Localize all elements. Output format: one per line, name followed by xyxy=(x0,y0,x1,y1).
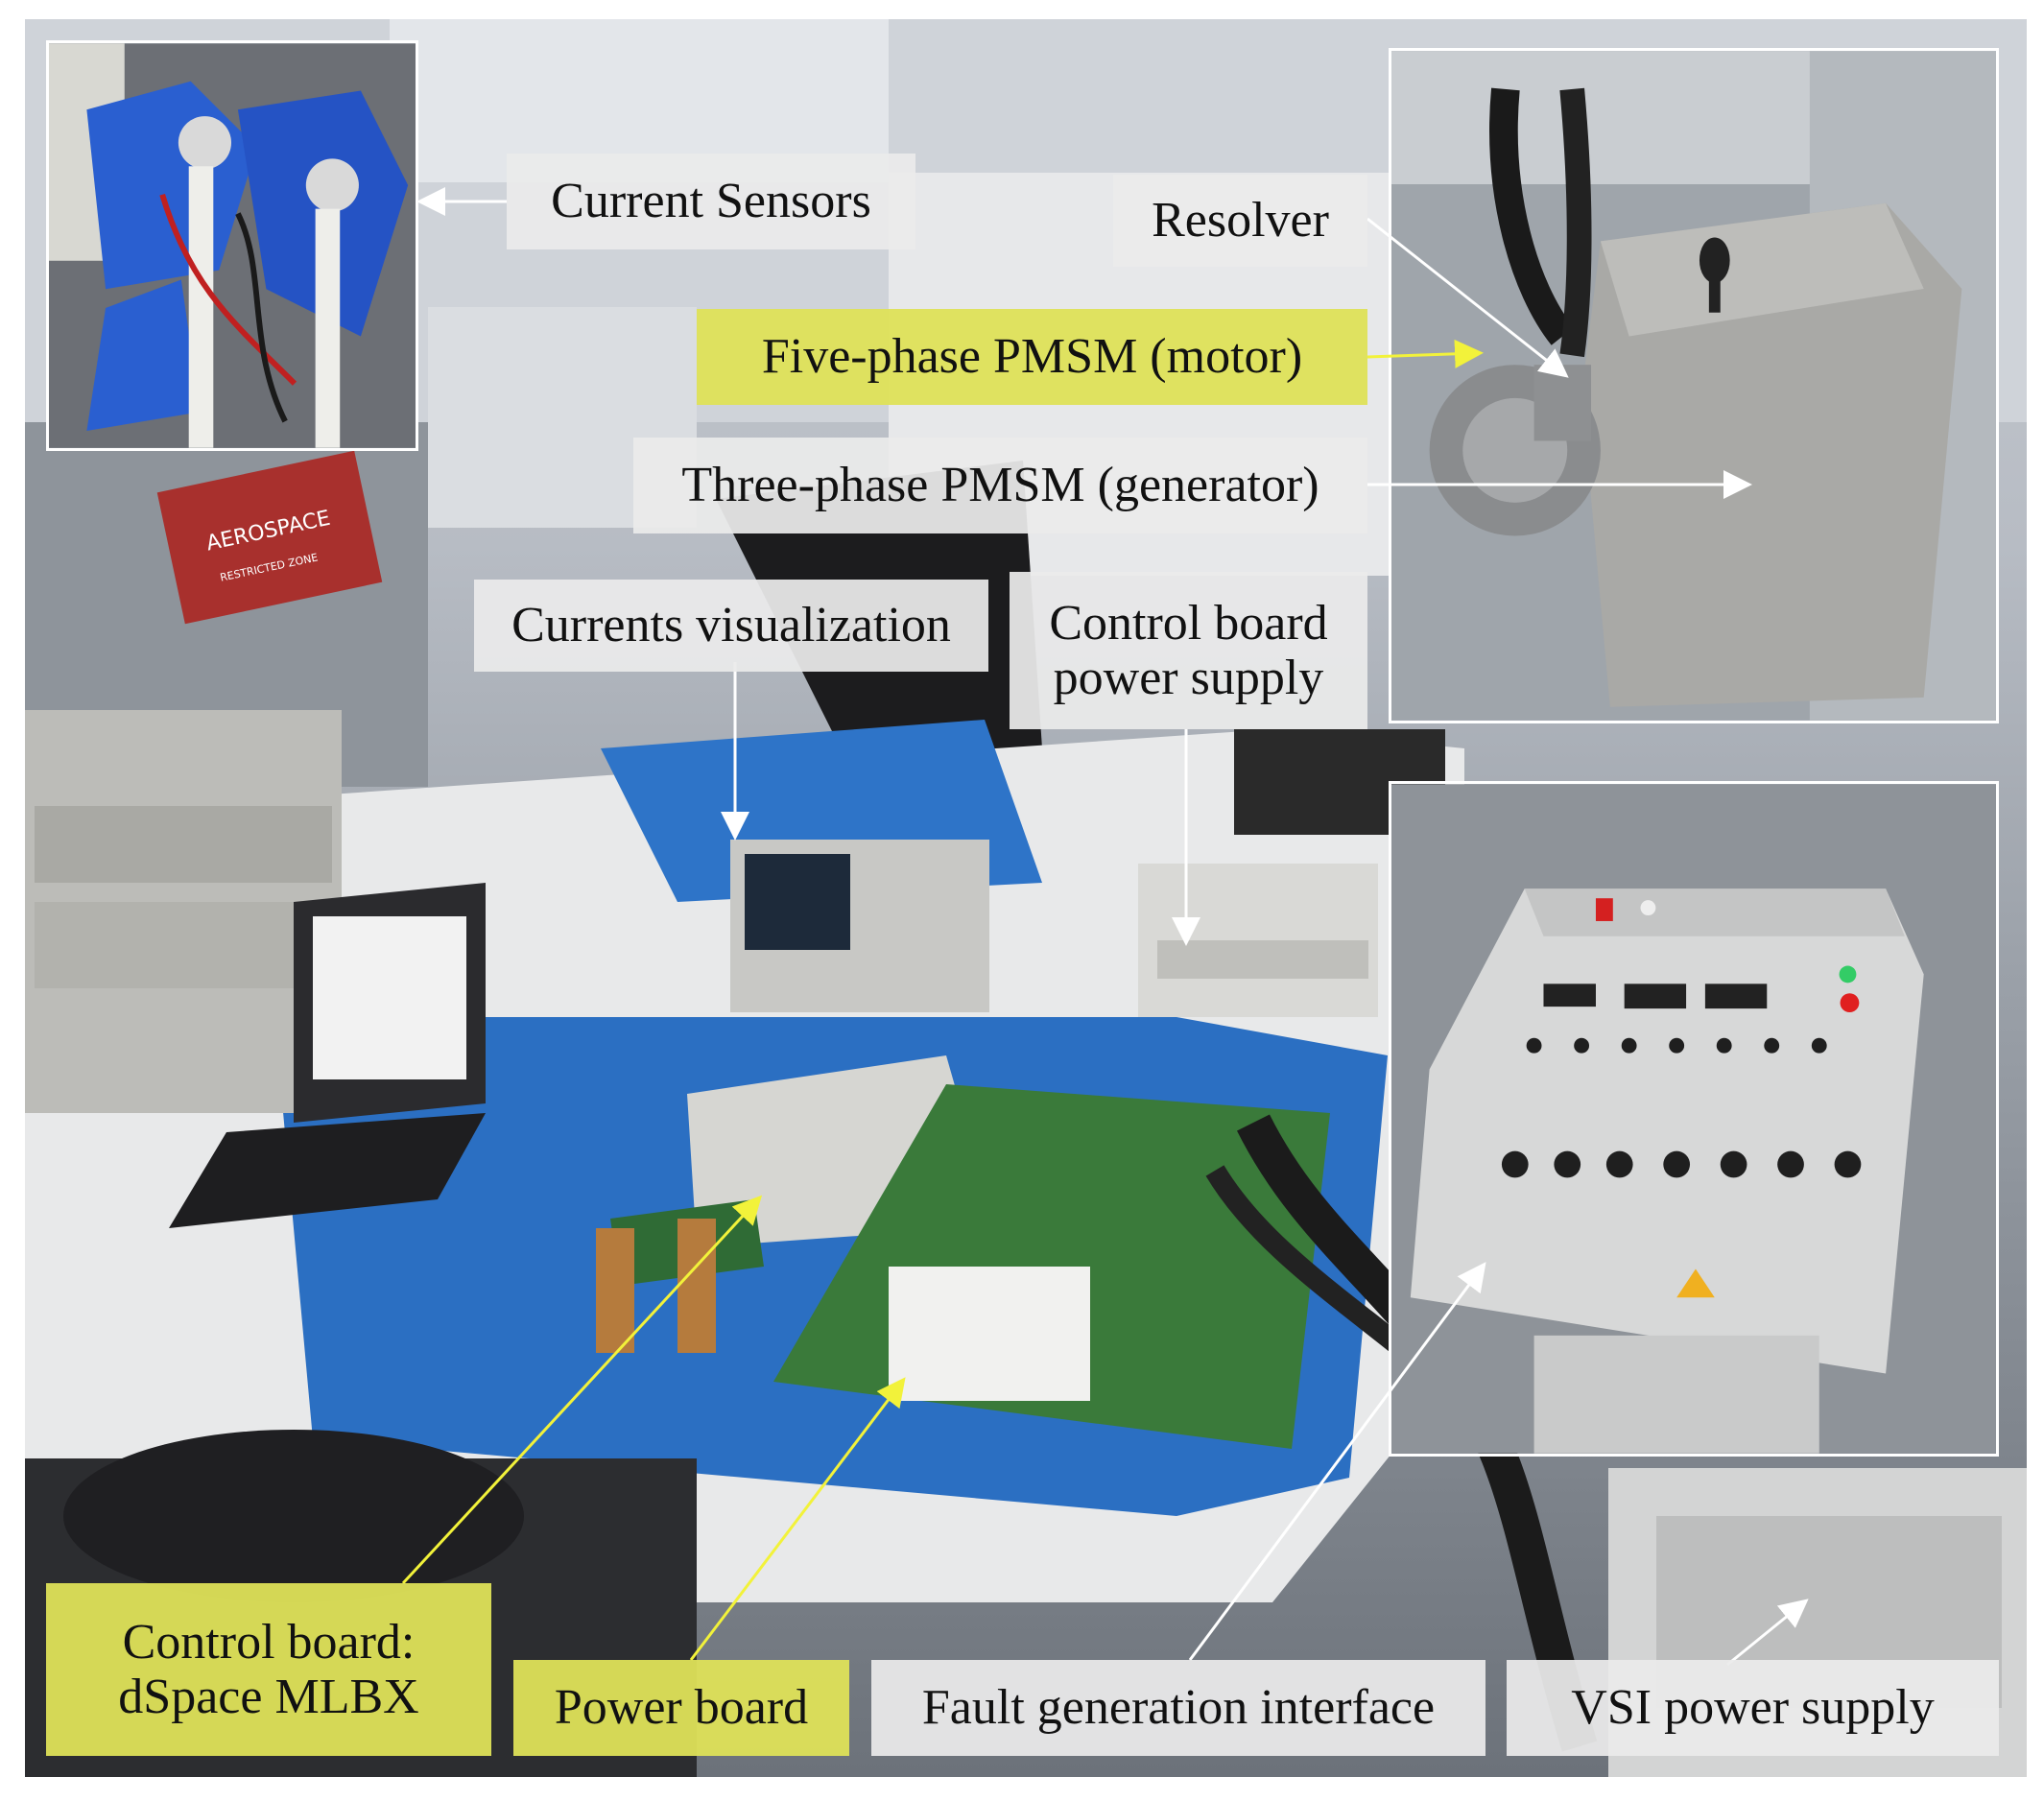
fault-interface-photo xyxy=(1391,784,1996,1454)
label-control-board-power-supply: Control board power supply xyxy=(1010,572,1367,729)
label-three-phase-pmsm: Three-phase PMSM (generator) xyxy=(633,438,1367,533)
label-power-board: Power board xyxy=(513,1660,849,1756)
label-vsi-power-supply: VSI power supply xyxy=(1507,1660,1999,1756)
current-sensors-inset xyxy=(46,40,418,451)
label-resolver: Resolver xyxy=(1113,175,1367,267)
motor-generator-inset xyxy=(1389,48,1999,723)
label-control-board-power-line2: power supply xyxy=(1053,651,1324,705)
label-control-board-dspace: Control board: dSpace MLBX xyxy=(46,1583,491,1756)
fault-interface-inset xyxy=(1389,781,1999,1457)
label-control-board-power-line1: Control board xyxy=(1049,595,1328,651)
label-currents-visualization: Currents visualization xyxy=(474,580,988,672)
current-sensors-photo xyxy=(49,43,416,448)
motor-generator-photo xyxy=(1391,51,1996,721)
label-control-board-line1: Control board: xyxy=(122,1614,416,1670)
label-current-sensors: Current Sensors xyxy=(507,154,915,249)
label-five-phase-pmsm: Five-phase PMSM (motor) xyxy=(697,309,1367,405)
aerospace-sign: AEROSPACE RESTRICTED ZONE xyxy=(156,450,383,625)
label-control-board-line2: dSpace MLBX xyxy=(118,1670,419,1724)
label-fault-generation-interface: Fault generation interface xyxy=(871,1660,1485,1756)
